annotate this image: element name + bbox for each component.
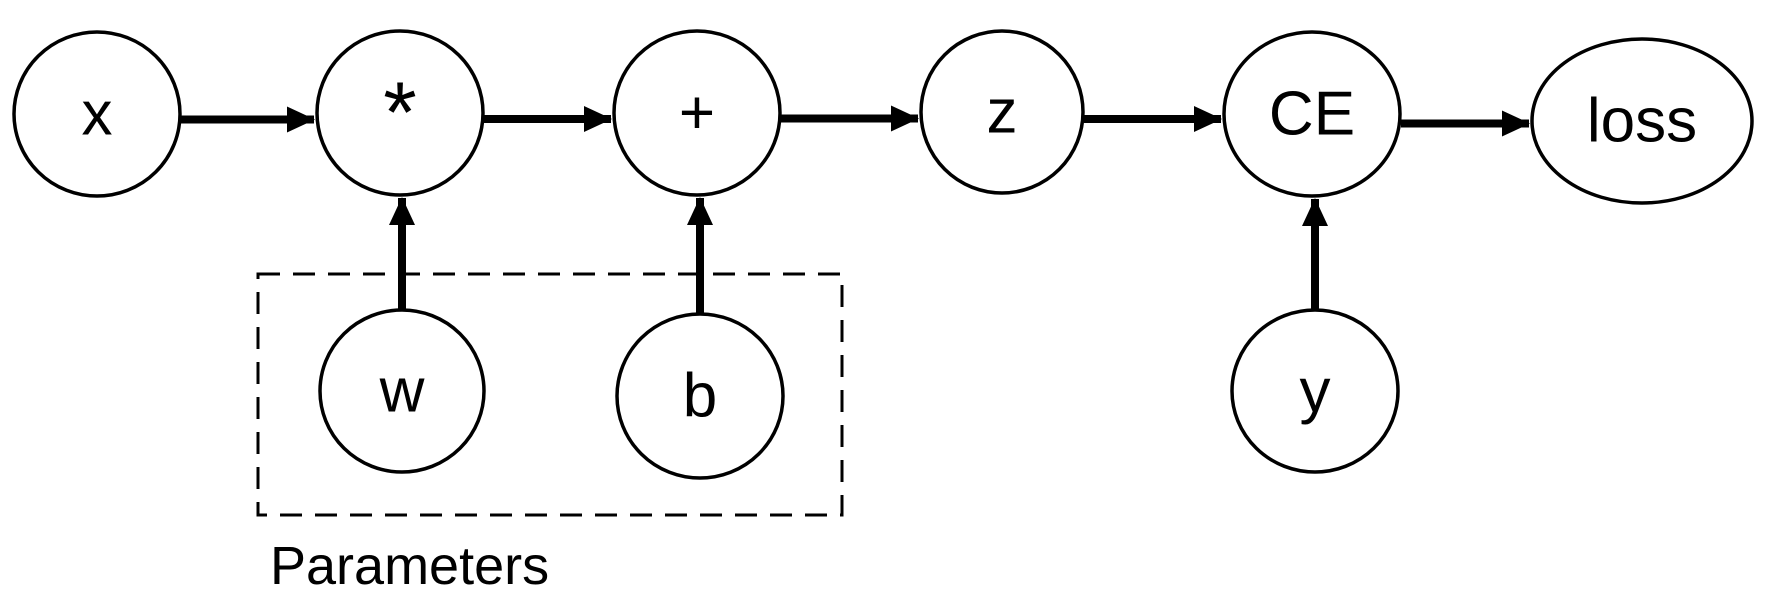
node-z-shape bbox=[919, 29, 1085, 195]
node-x-label: x bbox=[82, 80, 113, 149]
node-y-label: y bbox=[1300, 357, 1331, 426]
node-ce: CE bbox=[1222, 30, 1402, 198]
node-z: z bbox=[919, 29, 1085, 195]
node-b-shape bbox=[615, 312, 785, 480]
node-mul-label: * bbox=[383, 65, 416, 161]
node-add-shape bbox=[612, 29, 782, 197]
node-add: + bbox=[612, 29, 782, 197]
node-ce-shape bbox=[1222, 30, 1402, 198]
parameters-group-box bbox=[256, 272, 844, 517]
node-w-label: w bbox=[379, 357, 425, 426]
parameters-label: Parameters bbox=[270, 536, 549, 596]
node-b: b bbox=[615, 312, 785, 480]
node-mul-shape bbox=[315, 29, 485, 197]
node-z-label: z bbox=[987, 78, 1018, 147]
node-y: y bbox=[1230, 308, 1400, 474]
node-mul: * bbox=[315, 29, 485, 197]
node-y-shape bbox=[1230, 308, 1400, 474]
node-add-label: + bbox=[679, 79, 715, 148]
node-ce-label: CE bbox=[1269, 80, 1355, 149]
node-x-shape bbox=[12, 30, 182, 198]
node-w: w bbox=[318, 308, 486, 474]
node-w-shape bbox=[318, 308, 486, 474]
node-loss-shape bbox=[1530, 37, 1754, 205]
node-b-label: b bbox=[683, 362, 717, 431]
node-loss: loss bbox=[1530, 37, 1754, 205]
node-loss-label: loss bbox=[1587, 87, 1697, 156]
node-x: x bbox=[12, 30, 182, 198]
